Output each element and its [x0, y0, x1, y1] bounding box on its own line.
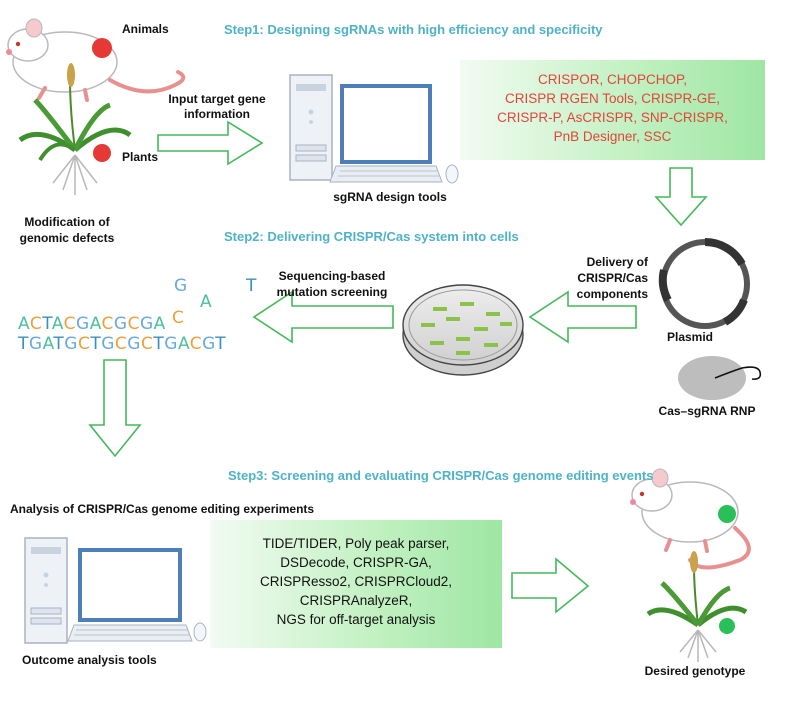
dna-base: G: [127, 334, 141, 354]
animals-label: Animals: [122, 22, 169, 36]
cas-rnp: [678, 356, 762, 400]
insert-base: G: [174, 276, 188, 296]
dna-base: A: [177, 334, 190, 354]
dna-base: T: [90, 334, 102, 354]
dna-sequence: G A T ACTACGACGCGA C TGATGCTGCGCTGACGT: [18, 268, 258, 358]
rat-animal-top: [6, 18, 186, 102]
dna-base: G: [76, 314, 90, 334]
dna-base: A: [153, 314, 166, 334]
dna-base: G: [101, 334, 115, 354]
computer-design: [289, 74, 459, 184]
dna-base: T: [53, 334, 65, 354]
dna-base: C: [127, 314, 140, 334]
dna-base: A: [42, 334, 54, 354]
corrected-marker-plant: [719, 618, 735, 634]
analysis-tool-line: TIDE/TIDER, Poly peak parser,: [262, 536, 450, 551]
dna-base: C: [189, 334, 203, 354]
modification-label: Modification of genomic defects: [19, 215, 115, 245]
design-tool-line: CRISPR RGEN Tools, CRISPR-GE,: [504, 91, 721, 106]
desired-genotype-label: Desired genotype: [644, 664, 746, 678]
analysis-tool-line: DSDecode, CRISPR-GA,: [280, 555, 432, 570]
analysis-tool-line: NGS for off-target analysis: [276, 612, 436, 627]
input-gene-label: Input target gene information: [168, 92, 266, 121]
dna-base: G: [139, 314, 154, 334]
plasmid-ring: [658, 237, 750, 329]
design-tool-line: PnB Designer, SSC: [553, 129, 672, 144]
dna-base: A: [18, 314, 30, 334]
delivery-label: Delivery of CRISPR/Cas components: [576, 255, 648, 301]
analysis-tools-box: TIDE/TIDER, Poly peak parser, DSDecode, …: [210, 520, 502, 648]
analysis-tool-line: CRISPRAnalyzeR,: [299, 593, 413, 608]
outcome-tools-label: Outcome analysis tools: [22, 653, 157, 667]
dna-base: T: [215, 334, 227, 354]
rat-animal-result: [630, 468, 751, 570]
insert-base: T: [246, 276, 257, 296]
plant-top: [18, 63, 132, 195]
dna-base: T: [153, 334, 165, 354]
arrow-left-sequencing: [252, 290, 394, 344]
dna-base: A: [51, 314, 64, 334]
step3-heading: Step3: Screening and evaluating CRISPR/C…: [228, 468, 654, 483]
petri-dish: [402, 284, 524, 376]
analysis-title: Analysis of CRISPR/Cas genome editing ex…: [10, 502, 315, 516]
dna-base: T: [42, 314, 52, 334]
design-tool-line: CRISPR-P, AsCRISPR, SNP-CRISPR,: [497, 110, 728, 125]
sequence-bottom-strand: TGATGCTGCGCTGACGT: [18, 334, 226, 354]
top-strand-end-base: C: [172, 308, 185, 328]
sgrna-tools-label: sgRNA design tools: [333, 190, 447, 204]
plants-label: Plants: [122, 150, 159, 164]
arrow-down-sequence: [88, 359, 142, 458]
arrow-left-delivery: [528, 290, 637, 344]
dna-base: C: [77, 334, 91, 354]
dna-base: C: [63, 314, 77, 334]
dna-base: G: [164, 334, 178, 354]
arrow-down-design: [654, 167, 708, 227]
design-tool-line: CRISPOR, CHOPCHOP,: [537, 72, 688, 87]
dna-base: C: [29, 314, 43, 334]
dna-base: C: [140, 334, 154, 354]
step1-heading: Step1: Designing sgRNAs with high effici…: [224, 22, 603, 37]
analysis-tool-line: CRISPResso2, CRISPRCloud2,: [259, 574, 453, 589]
defect-marker-rat: [92, 38, 112, 58]
dna-base: T: [18, 334, 29, 354]
dna-base: C: [114, 334, 128, 354]
sequencing-label: Sequencing-based mutation screening: [276, 269, 388, 299]
dna-base: G: [113, 314, 128, 334]
sequence-top-strand: ACTACGACGCGA: [18, 314, 166, 334]
dna-base: G: [202, 334, 216, 354]
arrow-right-input: [157, 120, 264, 166]
plant-result: [646, 551, 748, 662]
dna-base: G: [64, 334, 78, 354]
arrow-right-analysis: [511, 557, 590, 614]
dna-base: G: [28, 334, 43, 354]
computer-analysis: [24, 537, 207, 644]
design-tools-box: CRISPOR, CHOPCHOP, CRISPR RGEN Tools, CR…: [460, 60, 765, 160]
dna-base: A: [89, 314, 102, 334]
defect-marker-plant: [93, 144, 111, 162]
insert-base: A: [200, 292, 213, 312]
step2-heading: Step2: Delivering CRISPR/Cas system into…: [224, 229, 519, 244]
dna-base: C: [101, 314, 114, 334]
rnp-label: Cas–sgRNA RNP: [658, 404, 756, 418]
plasmid-label: Plasmid: [666, 330, 714, 344]
corrected-marker-rat: [718, 505, 736, 523]
